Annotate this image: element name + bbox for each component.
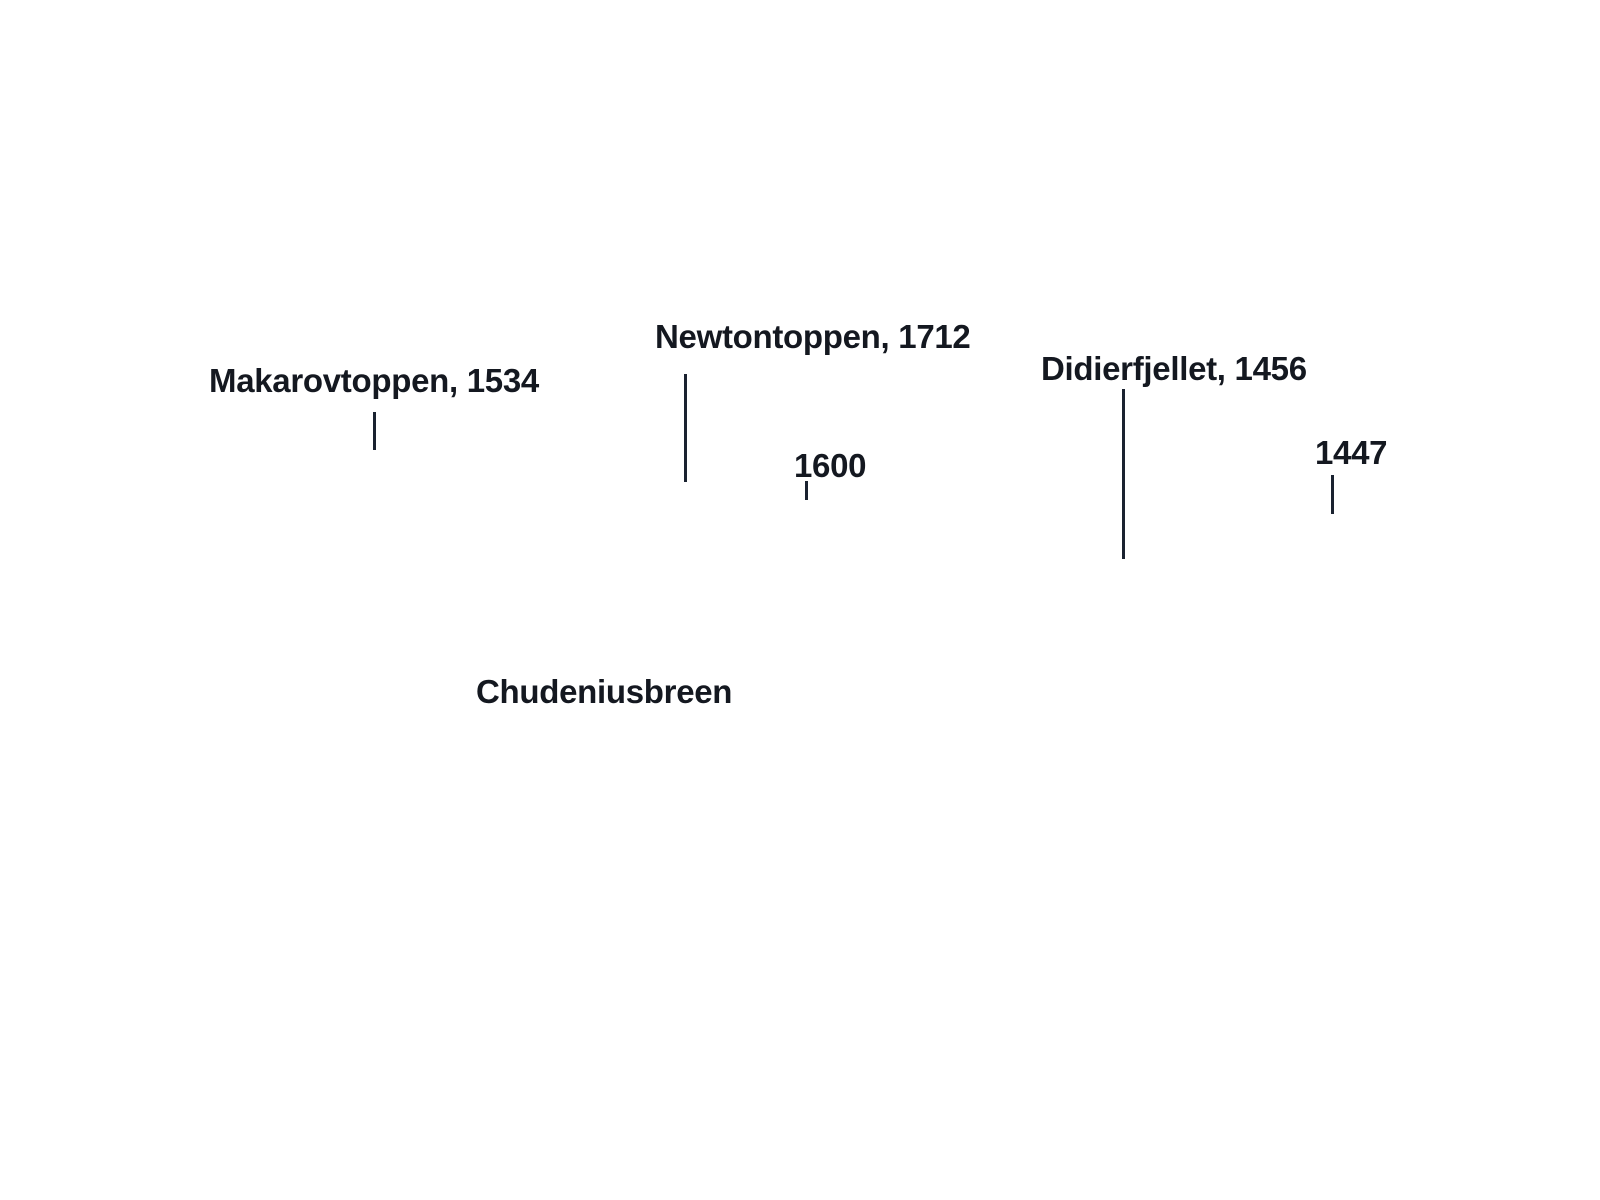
peak-label-newtontoppen: Newtontoppen, 1712 bbox=[655, 318, 971, 355]
peak-label-didierfjellet: Didierfjellet, 1456 bbox=[1041, 350, 1307, 387]
spot-height-marker-1447 bbox=[1331, 475, 1334, 514]
peak-label-makarovtoppen: Makarovtoppen, 1534 bbox=[209, 362, 539, 399]
spot-height-label-1600: 1600 bbox=[794, 447, 867, 484]
peak-marker-makarovtoppen bbox=[373, 412, 376, 450]
glacier-label-chudeniusbreen: Chudeniusbreen bbox=[476, 673, 733, 710]
peak-marker-didierfjellet bbox=[1122, 389, 1125, 559]
spot-height-marker-1600 bbox=[805, 481, 808, 500]
spot-height-label-1447: 1447 bbox=[1315, 434, 1388, 471]
peak-marker-newtontoppen bbox=[684, 374, 687, 482]
